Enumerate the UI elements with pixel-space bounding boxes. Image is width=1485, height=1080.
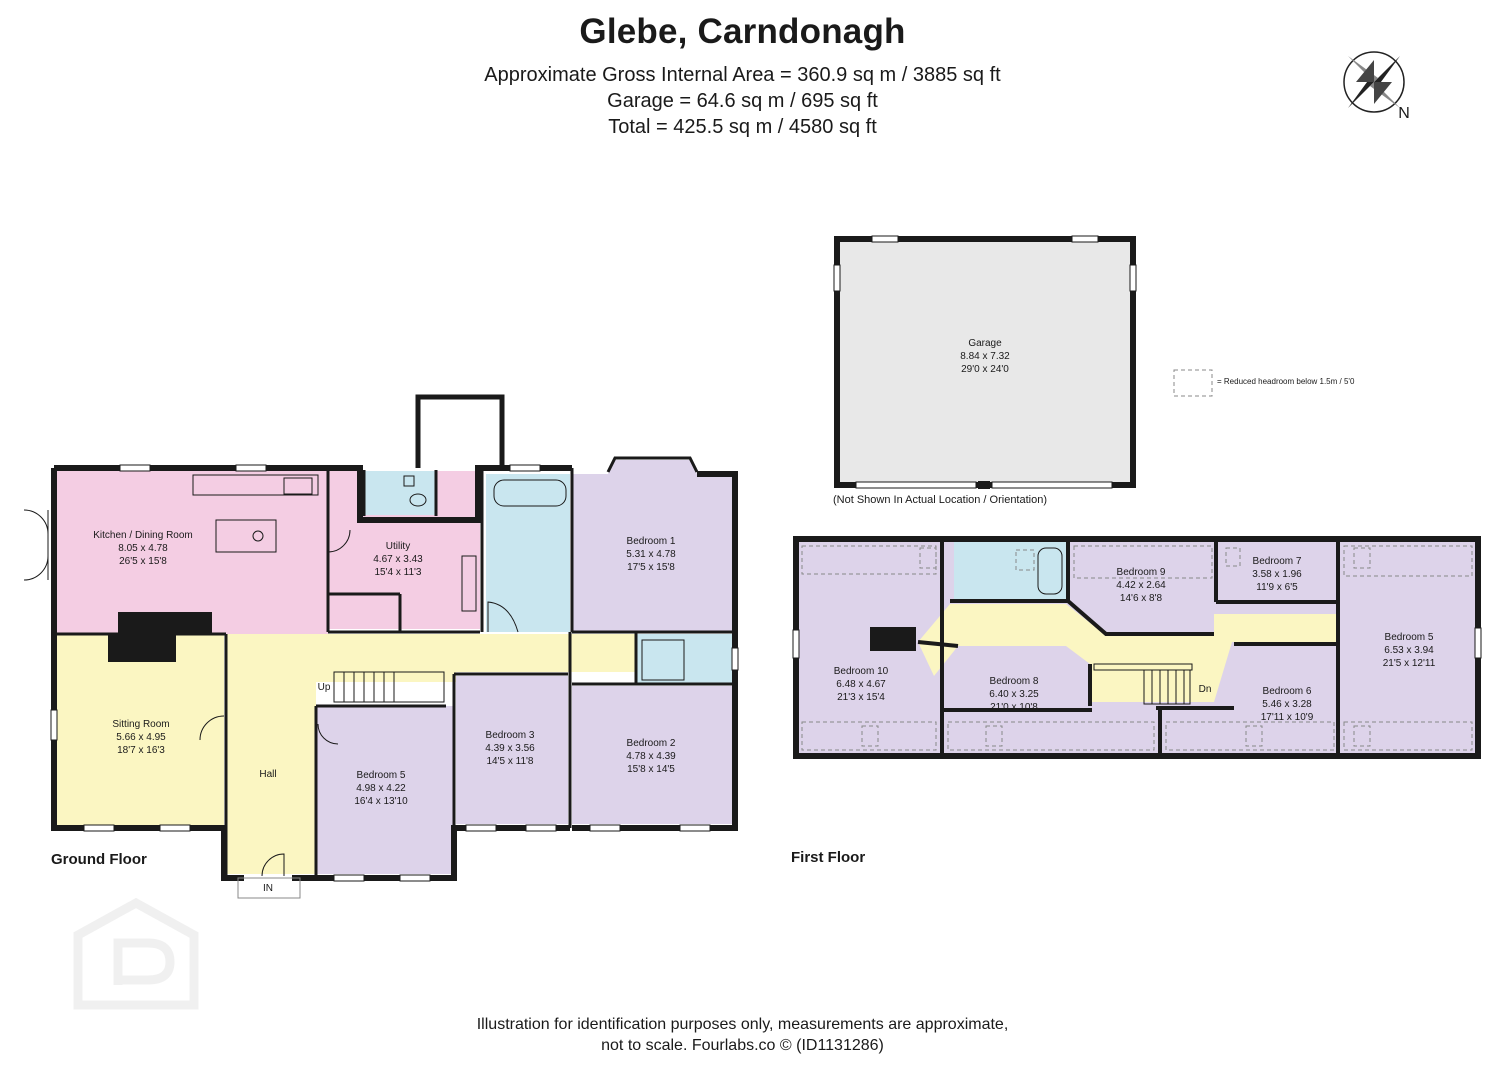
bedroom3-imperial: 14'5 x 11'8	[486, 756, 533, 767]
bedroom10-metric: 6.48 x 4.67	[836, 679, 886, 690]
watermark-logo	[73, 897, 199, 1010]
bedroom3-room-fill	[456, 676, 568, 824]
bedroom8-label: Bedroom 8	[990, 676, 1039, 687]
reduced-headroom-legend-text: = Reduced headroom below 1.5m / 5'0	[1217, 377, 1355, 386]
bedroom1-metric: 5.31 x 4.78	[626, 549, 676, 560]
bedroom2-metric: 4.78 x 4.39	[626, 751, 676, 762]
utility-imperial: 15'4 x 11'3	[374, 567, 421, 578]
first-floor-plan	[792, 536, 1482, 759]
bedroom8-metric: 6.40 x 3.25	[989, 689, 1039, 700]
bedroom7-metric: 3.58 x 1.96	[1252, 569, 1302, 580]
ground-floor-plan	[23, 394, 739, 899]
bedroom5-room-fill	[316, 706, 454, 874]
kitchen-label: Kitchen / Dining Room	[93, 530, 193, 541]
bedroom7-label: Bedroom 7	[1253, 556, 1302, 567]
bedroom9-imperial: 14'6 x 8'8	[1120, 593, 1163, 604]
first-floor-label: First Floor	[791, 849, 866, 866]
ground-bedroom5-metric: 4.98 x 4.22	[356, 783, 406, 794]
hall-label: Hall	[259, 769, 276, 780]
ground-floor-label: Ground Floor	[51, 851, 147, 868]
entrance-label: IN	[263, 883, 273, 894]
garage-metric: 8.84 x 7.32	[960, 351, 1010, 362]
kitchen-room-fill	[56, 471, 328, 634]
stairs-up-label: Up	[318, 682, 331, 693]
bedroom2-room-fill	[572, 686, 735, 824]
first-bedroom5-imperial: 21'5 x 12'11	[1383, 658, 1436, 669]
disclaimer-line-2: not to scale. Fourlabs.co © (ID1131286)	[601, 1037, 884, 1054]
wc-room-fill	[364, 471, 436, 515]
utility-metric: 4.67 x 3.43	[373, 554, 423, 565]
bedroom1-imperial: 17'5 x 15'8	[627, 562, 675, 573]
bedroom1-room-fill	[572, 460, 733, 632]
kitchen-metric: 8.05 x 4.78	[118, 543, 168, 554]
sitting-room-metric: 5.66 x 4.95	[116, 732, 166, 743]
garage-imperial: 29'0 x 24'0	[961, 364, 1009, 375]
total-area-text: Total = 425.5 sq m / 4580 sq ft	[608, 116, 877, 138]
page-title: Glebe, Carndonagh	[579, 12, 906, 51]
ground-bedroom5-imperial: 16'4 x 13'10	[354, 796, 408, 807]
utility-label: Utility	[386, 541, 410, 552]
compass-north-label: N	[1398, 105, 1410, 122]
bedroom10-imperial: 21'3 x 15'4	[837, 692, 885, 703]
disclaimer-footer: Illustration for identification purposes…	[0, 1014, 1485, 1056]
first-bedroom5-metric: 6.53 x 3.94	[1384, 645, 1434, 656]
garage-area-text: Garage = 64.6 sq m / 695 sq ft	[607, 90, 878, 112]
sitting-room-imperial: 18'7 x 16'3	[117, 745, 165, 756]
bedroom3-label: Bedroom 3	[486, 730, 535, 741]
ground-bedroom5-label: Bedroom 5	[357, 770, 406, 781]
bedroom6-label: Bedroom 6	[1263, 686, 1312, 697]
hall-corridor-fill	[226, 634, 636, 874]
bedroom6-imperial: 17'11 x 10'9	[1261, 712, 1314, 723]
garage-location-note: (Not Shown In Actual Location / Orientat…	[833, 494, 1048, 506]
sitting-room-label: Sitting Room	[112, 719, 169, 730]
bedroom9-label: Bedroom 9	[1117, 567, 1166, 578]
disclaimer-line-1: Illustration for identification purposes…	[476, 1016, 1009, 1033]
kitchen-imperial: 26'5 x 15'8	[119, 556, 167, 567]
stairs-down-label: Dn	[1199, 684, 1212, 695]
first-bedroom5-label: Bedroom 5	[1385, 632, 1434, 643]
bedroom9-metric: 4.42 x 2.64	[1116, 580, 1166, 591]
bathroom-fill	[486, 474, 570, 632]
bedroom8-imperial: 21'0 x 10'8	[990, 702, 1038, 713]
reduced-headroom-legend-swatch	[1173, 369, 1213, 397]
gross-area-text: Approximate Gross Internal Area = 360.9 …	[484, 64, 1001, 86]
bedroom2-imperial: 15'8 x 14'5	[627, 764, 675, 775]
garage-plan	[833, 235, 1137, 489]
bedroom3-metric: 4.39 x 3.56	[485, 743, 535, 754]
sitting-room-fill	[56, 634, 224, 826]
bedroom6-metric: 5.46 x 3.28	[1262, 699, 1312, 710]
bedroom7-imperial: 11'9 x 6'5	[1256, 582, 1298, 593]
compass-icon	[1343, 51, 1405, 113]
bedroom2-label: Bedroom 2	[627, 738, 676, 749]
bedroom10-label: Bedroom 10	[834, 666, 889, 677]
garage-label: Garage	[968, 338, 1002, 349]
bedroom1-label: Bedroom 1	[627, 536, 676, 547]
